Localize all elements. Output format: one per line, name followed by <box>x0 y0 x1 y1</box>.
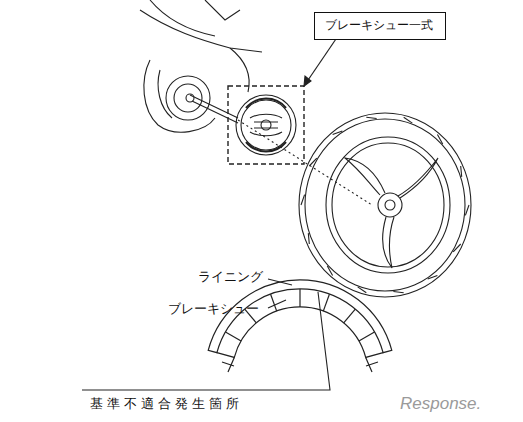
leader-line <box>82 292 330 390</box>
label-box: ブレーキシュー一式 <box>314 12 446 40</box>
part-name: ブレーキシュー <box>168 300 259 318</box>
axle <box>190 95 238 118</box>
pointer <box>304 36 338 86</box>
leader-line <box>268 300 286 308</box>
body-panel <box>140 10 262 52</box>
defect-location: 基準不適合発生箇所 <box>90 395 243 413</box>
leader-line <box>268 279 292 285</box>
swingarm <box>144 60 215 132</box>
brake-assembly <box>236 95 296 155</box>
brake-shoe <box>208 280 392 372</box>
wheel <box>299 113 471 297</box>
axis-line <box>238 120 372 205</box>
dashed-frame <box>228 86 304 164</box>
part-name: ライニング <box>198 268 263 286</box>
box-label: ブレーキシュー一式 <box>325 17 435 34</box>
watermark: Response. <box>400 394 481 414</box>
